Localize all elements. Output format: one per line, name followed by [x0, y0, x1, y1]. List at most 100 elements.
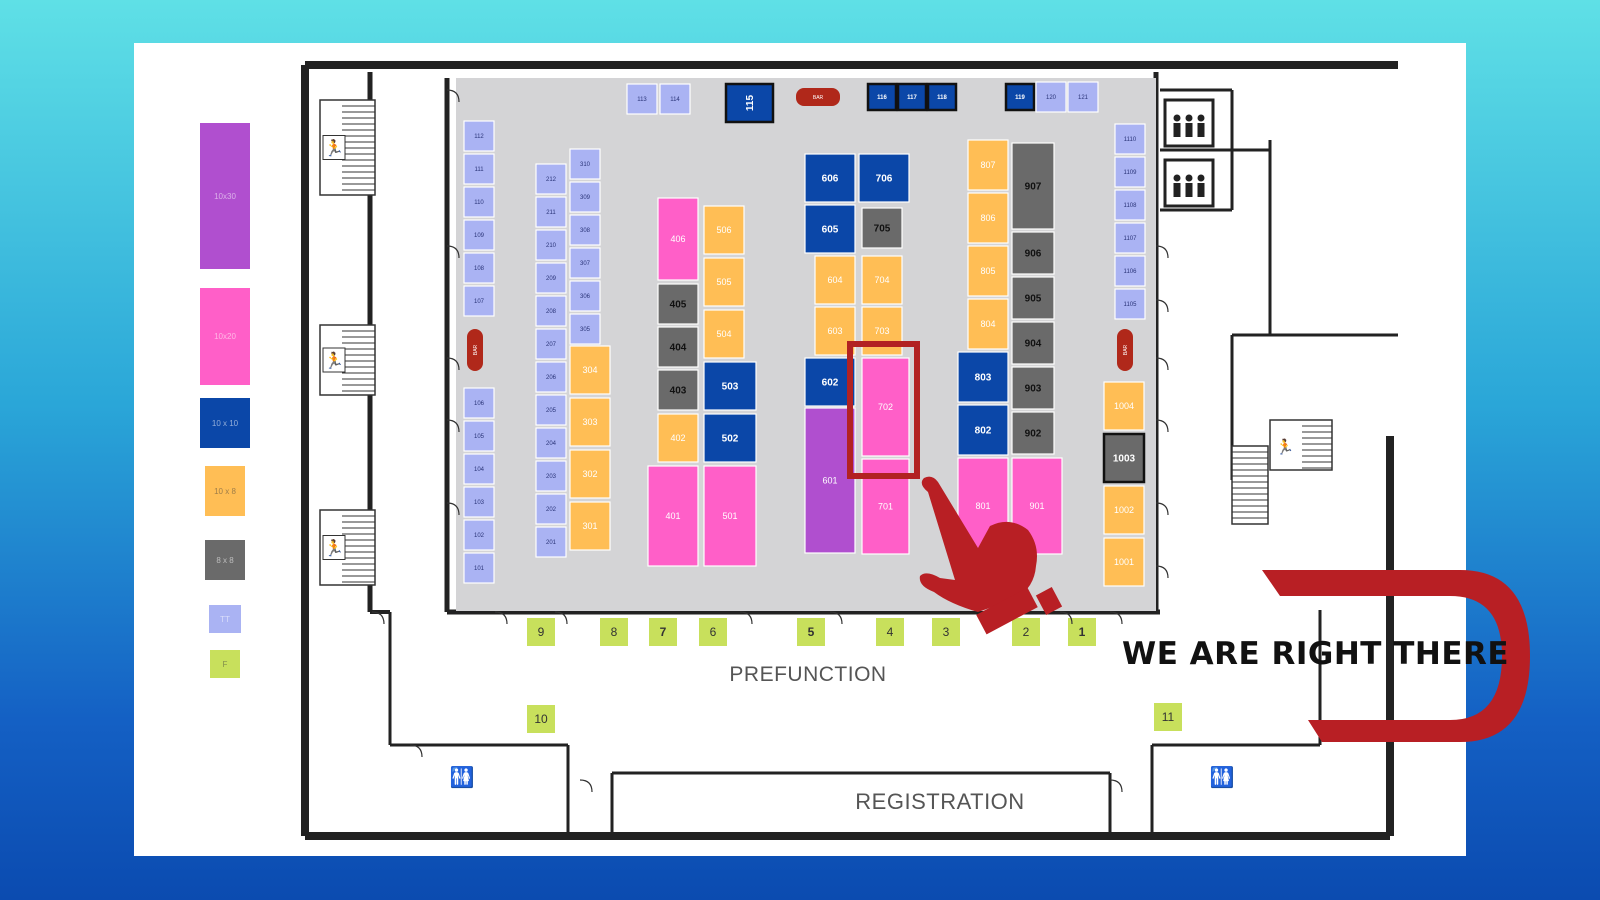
booth-box: [569, 148, 601, 180]
booth-box: [1011, 321, 1055, 365]
booth-number: 104: [474, 467, 485, 473]
booth-905: 905: [1011, 276, 1055, 320]
booth-109: 109: [463, 219, 495, 251]
booth-206: 206: [535, 361, 567, 393]
booth-number: 702: [878, 402, 893, 412]
food-station-number: 8: [611, 625, 618, 639]
booth-118: 118: [926, 82, 958, 112]
booth-402: 402: [657, 413, 699, 463]
booth-box: [858, 153, 910, 203]
booth-117: 117: [896, 82, 928, 112]
booth-903: 903: [1011, 366, 1055, 410]
booth-box: [1004, 82, 1036, 112]
booth-102: 102: [463, 519, 495, 551]
food-station-number: 4: [887, 625, 894, 639]
bar-marker: BAR: [467, 329, 483, 371]
booth-box: [659, 83, 691, 115]
elevator-icon: [1163, 98, 1215, 148]
booth-302: 302: [569, 449, 611, 499]
booth-number: 803: [975, 373, 992, 384]
booth-904: 904: [1011, 321, 1055, 365]
booth-number: 904: [1025, 339, 1042, 350]
booth-307: 307: [569, 247, 601, 279]
booth-106: 106: [463, 387, 495, 419]
booth-number: 307: [580, 261, 591, 267]
door-swing: [1155, 419, 1169, 433]
booth-box: [463, 252, 495, 284]
booth-113: 113: [626, 83, 658, 115]
booth-number: 106: [474, 401, 485, 407]
booth-box: [463, 186, 495, 218]
legend-swatch-8x8: 8 x 8: [205, 540, 245, 580]
booth-1107: 1107: [1114, 222, 1146, 254]
booth-114: 114: [659, 83, 691, 115]
booth-box: [535, 394, 567, 426]
prefunction-label: PREFUNCTION: [729, 663, 886, 686]
legend-swatch-10x8: 10 x 8: [205, 466, 245, 516]
door-swing: [554, 611, 568, 625]
booth-111: 111: [463, 153, 495, 185]
booth-number: 704: [874, 275, 889, 285]
booth-box: [1114, 222, 1146, 254]
booth-box: [1035, 81, 1067, 113]
booth-605: 605: [804, 204, 856, 254]
booth-401: 401: [647, 465, 699, 567]
door-swing: [1155, 245, 1169, 259]
booth-501: 501: [703, 465, 757, 567]
booth-number: 703: [874, 326, 889, 336]
booth-404: 404: [657, 326, 699, 368]
booth-box: [657, 197, 699, 281]
booth-1001: 1001: [1103, 537, 1145, 587]
booth-406: 406: [657, 197, 699, 281]
exit-icon: 🏃: [324, 139, 344, 158]
booth-number: 117: [907, 95, 917, 101]
door-swing: [1155, 502, 1169, 516]
booth-box: [535, 262, 567, 294]
booth-number: 105: [474, 434, 485, 440]
booth-902: 902: [1011, 411, 1055, 455]
booth-703: 703: [861, 306, 903, 356]
booth-602: 602: [804, 357, 856, 407]
booth-box: [1114, 156, 1146, 188]
booth-box: [535, 460, 567, 492]
booth-number: 120: [1046, 95, 1057, 101]
booth-number: 118: [937, 95, 947, 101]
booth-box: [535, 427, 567, 459]
booth-number: 205: [546, 408, 557, 414]
legend-swatch-10x30: 10x30: [200, 123, 250, 269]
exit-icon: 🏃: [324, 351, 344, 370]
booth-502: 502: [703, 413, 757, 463]
booth-706: 706: [858, 153, 910, 203]
door-swing: [371, 611, 385, 625]
booth-number: 901: [1029, 501, 1044, 511]
booth-119: 119: [1004, 82, 1036, 112]
door-swing: [409, 744, 423, 758]
booth-number: 207: [546, 342, 557, 348]
food-station-number: 10: [534, 712, 548, 726]
booth-number: 305: [580, 327, 591, 333]
legend-swatch-10x20: 10x20: [200, 288, 250, 385]
door-swing: [739, 611, 753, 625]
booth-box: [1011, 366, 1055, 410]
booth-box: [967, 139, 1009, 191]
booth-number: 405: [670, 300, 687, 311]
booth-906: 906: [1011, 231, 1055, 275]
booth-107: 107: [463, 285, 495, 317]
booth-number: 202: [546, 507, 557, 513]
exit-icon: 🏃: [324, 539, 344, 558]
booth-705: 705: [861, 207, 903, 249]
booth-number: 113: [637, 97, 647, 103]
food-station-number: 5: [808, 625, 815, 639]
booth-number: 506: [716, 225, 731, 235]
booth-505: 505: [703, 257, 745, 307]
booth-number: 1002: [1114, 505, 1134, 515]
booth-120: 120: [1035, 81, 1067, 113]
booth-504: 504: [703, 309, 745, 359]
booth-box: [569, 449, 611, 499]
stairwell: 🏃: [1231, 419, 1333, 525]
booth-box: [967, 245, 1009, 297]
booth-number: 403: [670, 386, 687, 397]
booth-box: [804, 357, 856, 407]
booth-212: 212: [535, 163, 567, 195]
